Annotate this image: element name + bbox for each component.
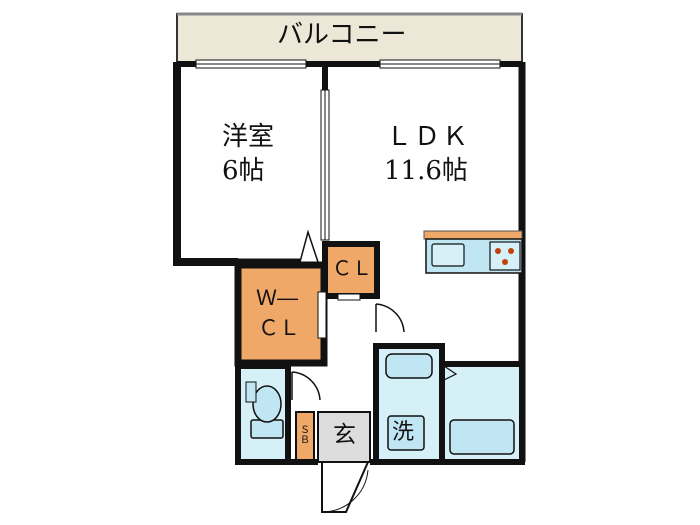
walkin-closet bbox=[234, 261, 328, 367]
western-room-walls bbox=[173, 62, 238, 266]
entrance bbox=[317, 411, 371, 463]
burner-icon bbox=[495, 248, 501, 254]
bathtub bbox=[449, 419, 515, 455]
bathroom-door bbox=[443, 365, 458, 381]
western-room-size: 6帖 bbox=[222, 156, 265, 186]
ldk-size: 11.6帖 bbox=[384, 156, 468, 186]
western-room-name: 洋室 bbox=[222, 122, 275, 152]
balcony bbox=[176, 13, 523, 63]
toilet-door bbox=[291, 371, 321, 401]
closet-label: ＣＬ bbox=[332, 256, 372, 280]
walkin-closet-door bbox=[317, 291, 327, 339]
balcony-label: バルコニー bbox=[277, 20, 407, 50]
entrance-label: 玄 bbox=[333, 422, 356, 448]
wash-basin bbox=[385, 353, 433, 379]
ldk-name: ＬＤＫ bbox=[386, 122, 471, 152]
shoe-box-label: ＳＢ bbox=[300, 425, 310, 446]
entrance-door bbox=[321, 461, 369, 513]
washroom-door bbox=[375, 303, 405, 333]
burner-icon bbox=[508, 248, 514, 254]
laundry-label: 洗 bbox=[392, 420, 415, 445]
kitchen-stove bbox=[489, 241, 521, 271]
walkin-closet-label-2: ＣＬ bbox=[258, 316, 300, 340]
washing-machine bbox=[387, 415, 425, 451]
western-door bbox=[299, 229, 319, 263]
kitchen-counter bbox=[423, 230, 523, 240]
toilet-bowl bbox=[252, 385, 282, 423]
closet-door bbox=[337, 293, 361, 301]
entrance-door-swing bbox=[321, 469, 369, 513]
walkin-closet-label-1: Ｗ― bbox=[256, 286, 298, 310]
kitchen-sink bbox=[431, 243, 465, 267]
burner-icon bbox=[502, 259, 508, 265]
toilet-sink bbox=[245, 381, 257, 403]
